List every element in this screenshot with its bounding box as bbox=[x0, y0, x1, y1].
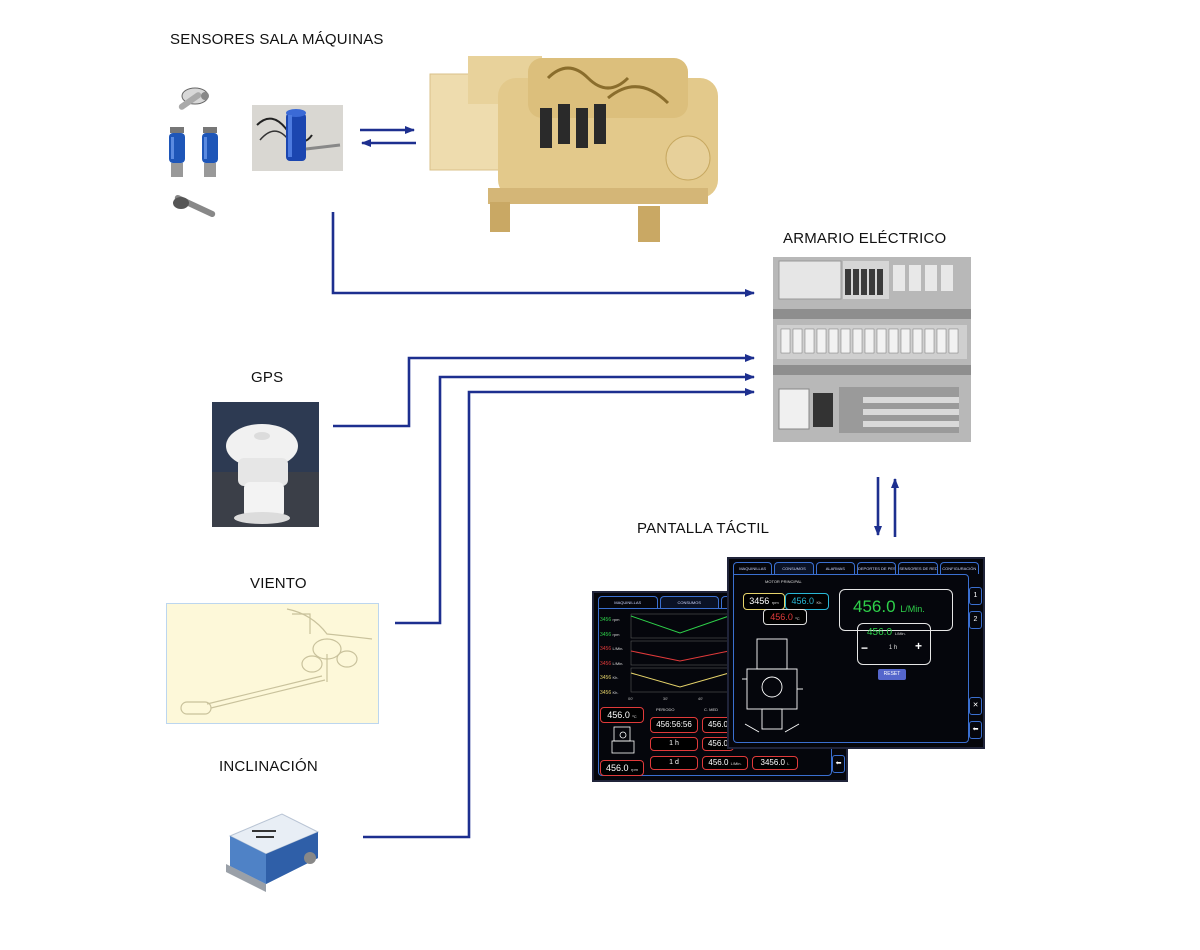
back-tab-maquinillas[interactable]: MAQUINILLAS bbox=[598, 596, 658, 608]
back-series-list: 3456 rpm 3456 rpm 3456 L/Min. 3456 L/Min… bbox=[600, 613, 630, 700]
back-periodo-2[interactable]: 1 d bbox=[650, 756, 698, 770]
front-back-arrow-icon[interactable]: ⬅ bbox=[969, 721, 982, 739]
front-reset-button[interactable]: RESET bbox=[878, 669, 906, 680]
inclinometer-photo bbox=[222, 796, 326, 896]
front-flow-value: 456.0 L/Min. bbox=[853, 597, 925, 616]
back-col-consumo: C. MED bbox=[704, 707, 718, 712]
front-engine-schematic-icon bbox=[742, 638, 803, 733]
series-value: 3456 L/Min. bbox=[600, 646, 624, 652]
engine-generator-icon bbox=[429, 56, 718, 242]
front-tab-configuracion[interactable]: CONFIGURACIÓN bbox=[939, 562, 979, 574]
back-screen-back-button[interactable]: ⬅ bbox=[832, 755, 845, 773]
label-sensores: SENSORES SALA MÁQUINAS bbox=[170, 31, 384, 48]
engine-room-sensors-icon bbox=[169, 87, 218, 218]
front-tab-alarmas[interactable]: ALARMAS bbox=[815, 562, 855, 574]
inclination-to-cabinet-wire bbox=[363, 388, 755, 839]
sensors-to-cabinet-wire bbox=[331, 212, 755, 297]
series-value: 3456 Kh. bbox=[600, 689, 619, 696]
x-tick: 30' bbox=[662, 696, 669, 701]
front-screen-tabs: MAQUINILLAS CONSUMOS ALARMAS DEPORTES DE… bbox=[733, 562, 979, 574]
front-side-button-2[interactable]: 2 bbox=[969, 611, 982, 629]
back-consumo-0: 456.0 bbox=[702, 717, 734, 733]
back-periodo-0[interactable]: 456:56:56 bbox=[650, 717, 698, 733]
front-period-value: 1 h bbox=[888, 645, 898, 651]
electrical-cabinet-photo bbox=[773, 257, 971, 442]
label-pantalla: PANTALLA TÁCTIL bbox=[637, 520, 770, 537]
label-viento: VIENTO bbox=[250, 575, 307, 592]
front-screen-panel bbox=[733, 574, 969, 743]
series-value: 3456 L/Min. bbox=[600, 660, 624, 667]
front-tab-deportes[interactable]: DEPORTES DE PESCA bbox=[856, 562, 897, 574]
front-flow2-panel bbox=[857, 623, 931, 665]
front-flow-panel bbox=[839, 589, 953, 631]
series-value: 3456 rpm bbox=[600, 631, 620, 638]
back-temp-value: 456.0 ºC bbox=[600, 707, 644, 723]
front-touch-screen: MAQUINILLAS CONSUMOS ALARMAS DEPORTES DE… bbox=[727, 557, 985, 749]
series-value: 3456 Kh. bbox=[600, 675, 619, 681]
front-flow2-value: 456.0 L/Min. bbox=[867, 627, 906, 638]
back-consumo-2: 456.0 L/Min. bbox=[702, 756, 748, 770]
label-armario: ARMARIO ELÉCTRICO bbox=[783, 230, 947, 247]
label-inclinacion: INCLINACIÓN bbox=[219, 758, 318, 775]
front-tab-maquinillas[interactable]: MAQUINILLAS bbox=[733, 562, 773, 574]
back-total: 3456.0 L bbox=[752, 756, 798, 770]
front-speed-value: 456.0 Kh. bbox=[785, 593, 829, 610]
front-tab-sensores[interactable]: SENSORES DE RED bbox=[898, 562, 938, 574]
label-gps: GPS bbox=[251, 369, 284, 386]
front-minus-button[interactable]: − bbox=[861, 641, 869, 655]
wind-to-cabinet-wire bbox=[395, 373, 755, 625]
gps-to-cabinet-wire bbox=[333, 354, 755, 428]
front-rpm-value: 3456 rpm bbox=[743, 593, 785, 610]
back-tab-consumos[interactable]: CONSUMOS bbox=[659, 596, 719, 608]
front-motor-title: MOTOR PRINCIPAL bbox=[765, 579, 802, 584]
front-plus-button[interactable]: + bbox=[915, 639, 923, 653]
back-col-periodo: PERIODO bbox=[656, 707, 675, 712]
back-engine-icon bbox=[611, 726, 635, 754]
front-side-button-1[interactable]: 1 bbox=[969, 587, 982, 605]
wind-sensor-drawing bbox=[166, 603, 379, 724]
back-x-ticks: 00' 30' 40' 20' bbox=[628, 696, 738, 701]
level-sensor-photo bbox=[252, 105, 343, 171]
back-periodo-1[interactable]: 1 h bbox=[650, 737, 698, 751]
back-screen-trend-chart bbox=[630, 613, 730, 693]
x-tick: 00' bbox=[628, 696, 634, 701]
back-rpm-value: 456.0 rpm bbox=[600, 760, 644, 776]
front-tab-consumos[interactable]: CONSUMOS bbox=[774, 562, 814, 574]
x-tick: 40' bbox=[697, 696, 704, 701]
front-temp-value: 456.0 ºC bbox=[763, 609, 807, 625]
gps-antenna-photo bbox=[212, 402, 319, 527]
series-value: 3456 rpm bbox=[600, 617, 620, 623]
tools-icon[interactable]: ✕ bbox=[969, 697, 982, 715]
